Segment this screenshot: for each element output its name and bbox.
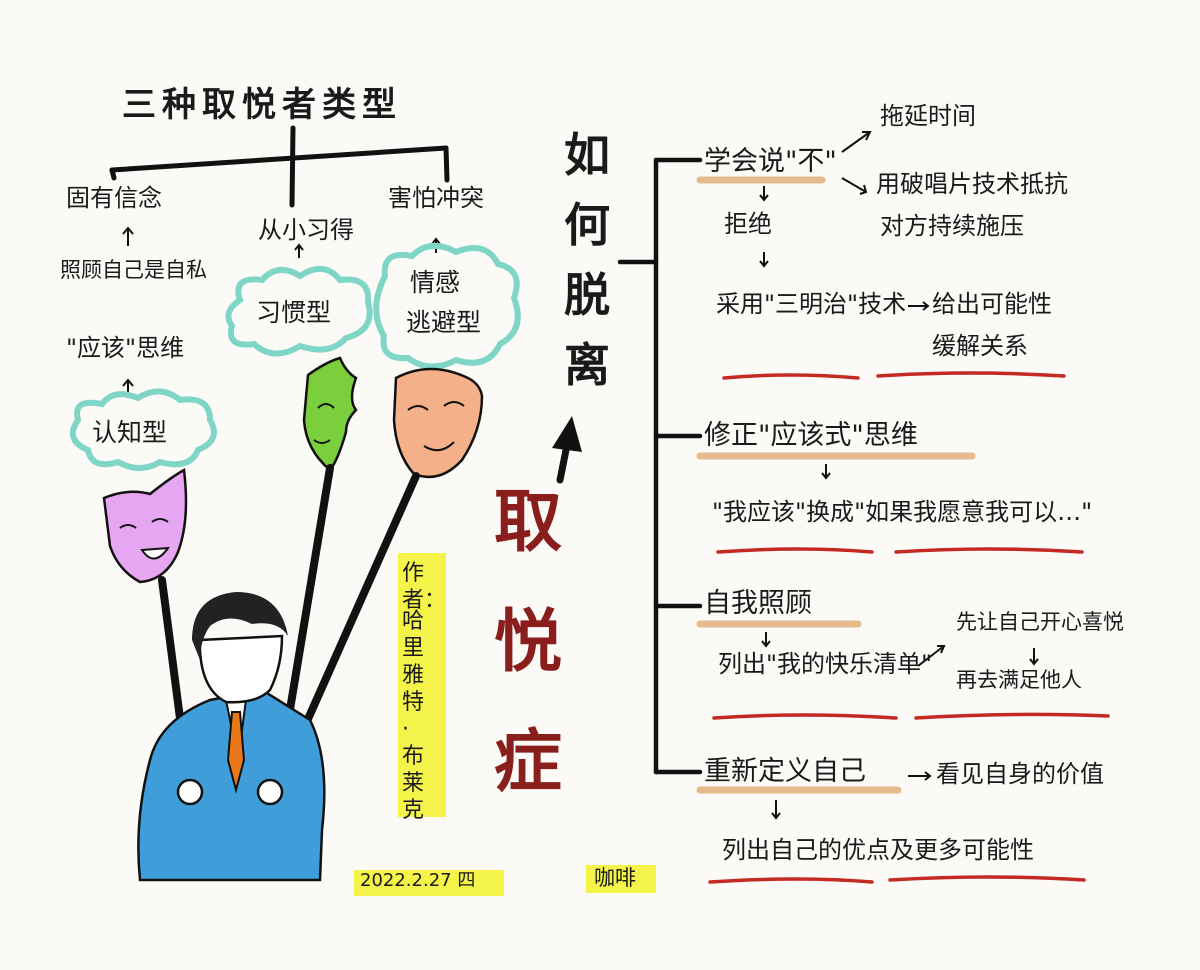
big-title-char-1: 取 <box>494 482 563 562</box>
vertical-char-1: 如 <box>564 128 610 182</box>
type2-cloud-label: 习惯型 <box>256 298 332 327</box>
mask-green <box>302 356 358 472</box>
branch4-tail: 看见自身的价值 <box>936 760 1104 788</box>
branch2-example: "我应该"换成"如果我愿意我可以…" <box>712 498 1093 526</box>
vertical-char-2: 何 <box>564 198 610 252</box>
red-dividers <box>708 371 1110 884</box>
signature-text: 咖啡 <box>594 866 636 890</box>
branch1-refuse: 拒绝 <box>724 210 772 238</box>
cloud-cognitive <box>69 388 217 471</box>
cloud-habit <box>225 266 373 357</box>
person-figure <box>137 592 326 882</box>
branch1-option-delay: 拖延时间 <box>880 102 976 130</box>
type3-cloud-label-2: 逃避型 <box>406 308 482 337</box>
vertical-char-3: 脱 <box>564 268 610 322</box>
branch3-result-2: 再去满足他人 <box>956 668 1082 692</box>
type1-mid2-label: "应该"思维 <box>66 334 185 362</box>
branch1-sandwich-step: 采用"三明治"技术 <box>716 290 907 318</box>
mask-pink <box>102 467 188 584</box>
types-title: 三种取悦者类型 <box>122 85 402 125</box>
branch3-result-1: 先让自己开心喜悦 <box>956 610 1124 634</box>
cloud-emotional <box>373 243 521 370</box>
author-label: 作者： <box>402 561 447 613</box>
mask-orange <box>392 367 484 479</box>
type3-cloud-label-1: 情感 <box>410 268 461 297</box>
up-arrow <box>552 416 582 484</box>
type1-top-label: 固有信念 <box>66 184 162 212</box>
type2-top-label: 从小习得 <box>258 216 354 244</box>
vertical-char-4: 离 <box>564 338 610 392</box>
big-title-char-3: 症 <box>494 722 563 802</box>
branch4-head: 重新定义自己 <box>704 756 866 787</box>
branch1-head: 学会说"不" <box>704 146 837 177</box>
big-title-char-2: 悦 <box>494 602 563 682</box>
branch2-head: 修正"应该式"思维 <box>704 420 918 451</box>
type-tree-bracket <box>109 125 450 208</box>
branch-head-underlines <box>696 176 976 794</box>
date-highlight <box>354 870 504 896</box>
author-name: 哈里雅特·布莱克 <box>402 609 425 823</box>
branch1-option-broken-record-2: 对方持续施压 <box>880 212 1024 240</box>
branch1-result-2: 缓解关系 <box>932 332 1028 360</box>
branch3-step: 列出"我的快乐清单" <box>718 650 933 678</box>
branch4-step: 列出自己的优点及更多可能性 <box>722 836 1034 864</box>
type1-mid1-label: 照顾自己是自私 <box>60 258 207 282</box>
author-highlight <box>398 553 446 817</box>
right-bracket <box>617 157 703 775</box>
date-text: 2022.2.27 四 <box>360 870 476 891</box>
type3-top-label: 害怕冲突 <box>388 184 484 212</box>
branch3-head: 自我照顾 <box>704 588 812 619</box>
type1-cloud-label: 认知型 <box>92 418 168 447</box>
branch1-result-1: 给出可能性 <box>932 290 1052 318</box>
signature-highlight <box>586 865 656 893</box>
branch1-option-broken-record-1: 用破唱片技术抵抗 <box>876 170 1068 198</box>
right-arrows <box>759 131 1039 820</box>
